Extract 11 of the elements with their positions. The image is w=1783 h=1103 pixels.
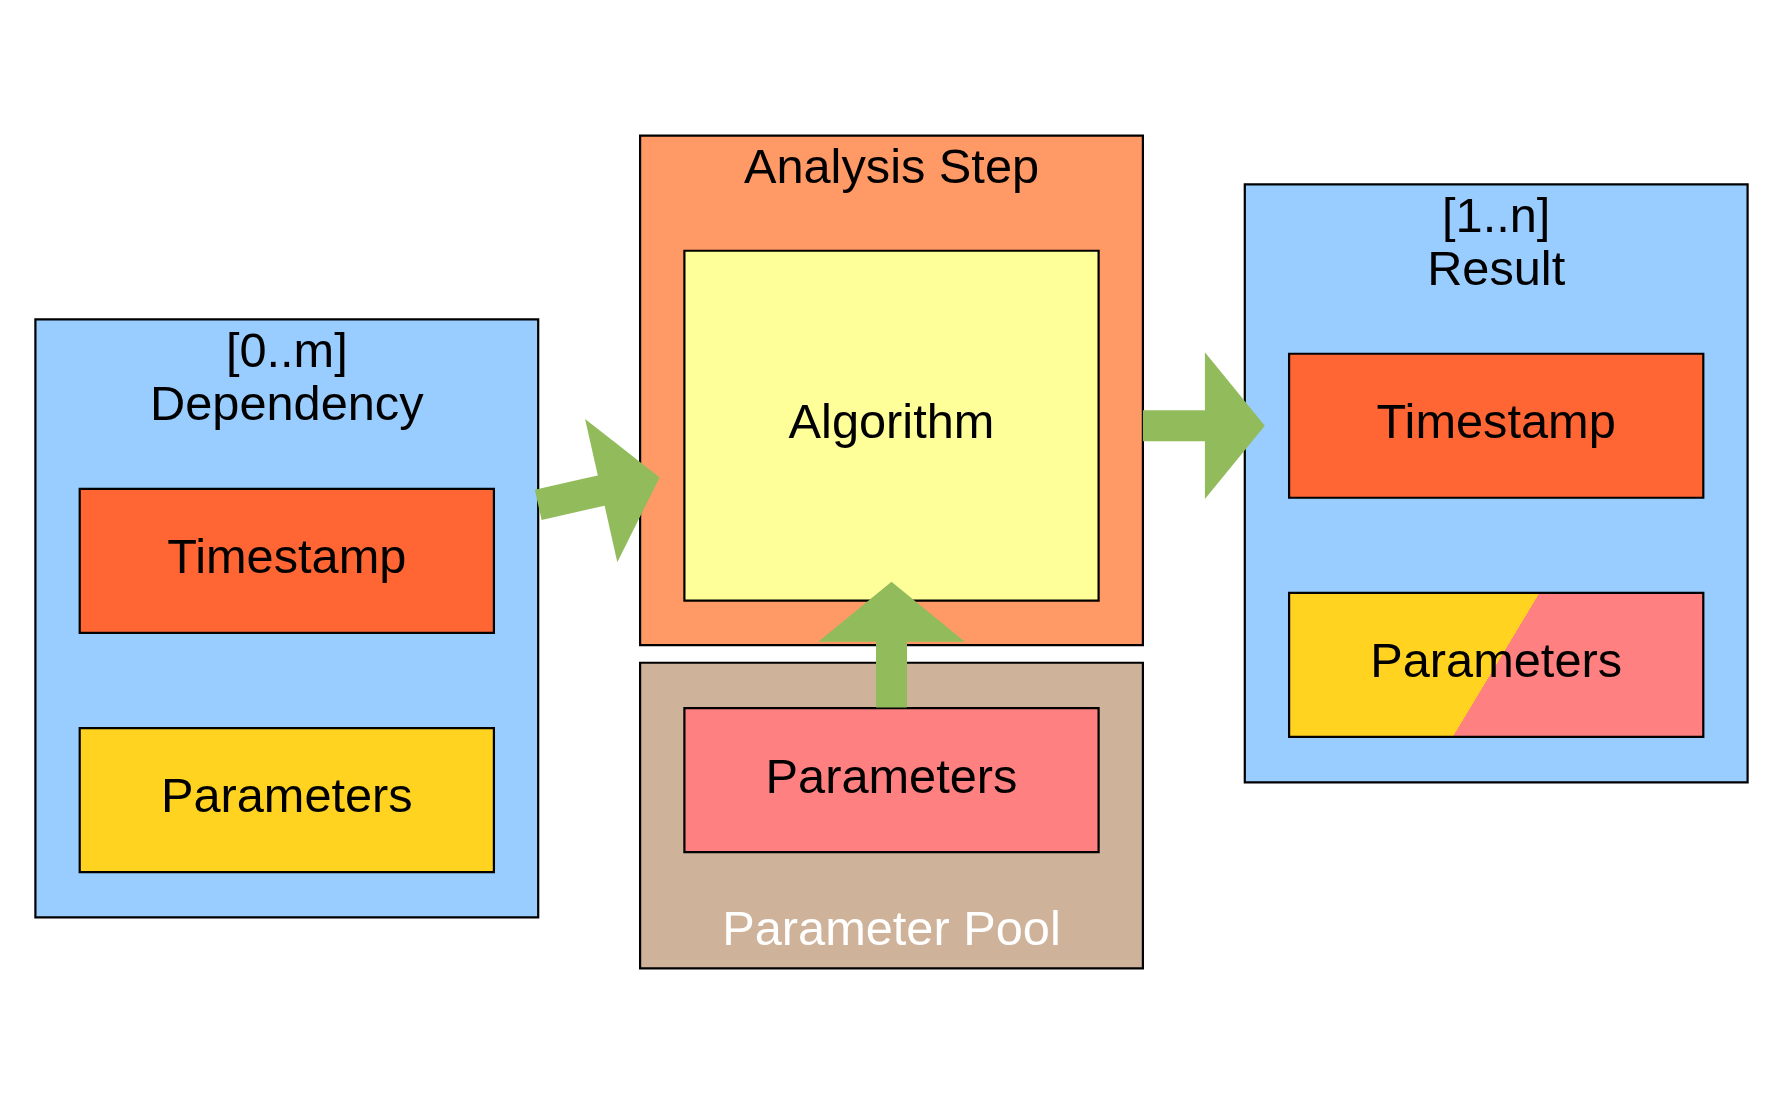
node-label: [0..m]: [225, 322, 348, 377]
node-box: Timestamp: [78, 487, 496, 634]
node-box: Parameters: [683, 706, 1100, 853]
node-box: Timestamp: [1288, 352, 1705, 499]
arrow: [1142, 351, 1265, 499]
arrow: [534, 418, 660, 562]
node-box: Parameters: [1288, 591, 1705, 738]
node-box: Parameters: [78, 726, 496, 873]
node-label: [1..n]: [1442, 187, 1551, 242]
arrow: [818, 581, 965, 707]
node-box: Algorithm: [683, 249, 1100, 602]
